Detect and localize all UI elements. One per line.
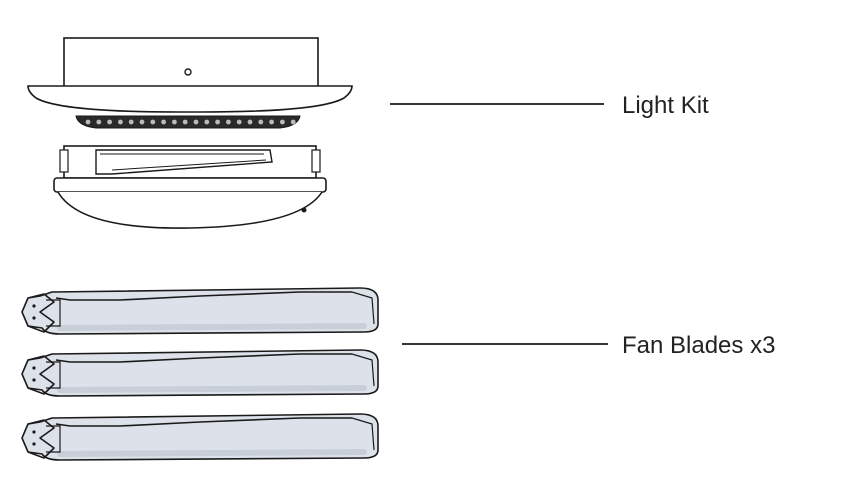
led-dot xyxy=(290,119,296,125)
led-dot xyxy=(258,119,264,125)
led-dot xyxy=(107,119,112,125)
led-dot xyxy=(118,119,123,125)
light-kit-led-ring xyxy=(75,115,301,129)
led-dot xyxy=(128,119,134,125)
led-dot xyxy=(182,119,188,125)
light-kit-canopy xyxy=(27,85,353,113)
led-dot xyxy=(96,119,102,125)
led-dot xyxy=(150,119,156,125)
fan-blade-1 xyxy=(22,288,378,334)
fan-blade-3 xyxy=(22,414,378,460)
led-dot xyxy=(269,119,274,125)
led-dot xyxy=(161,119,167,125)
led-dot xyxy=(215,119,221,125)
led-dot xyxy=(172,119,177,125)
light-kit-label: Light Kit xyxy=(622,92,709,119)
led-dot xyxy=(193,119,199,125)
light-kit-housing xyxy=(59,145,321,179)
light-kit-rim xyxy=(53,177,327,193)
led-dot xyxy=(280,119,285,125)
light-kit-drawing xyxy=(27,37,353,229)
led-dot xyxy=(247,119,253,125)
led-dot xyxy=(236,119,242,125)
led-dot xyxy=(139,119,145,125)
light-kit-mounting-plate xyxy=(63,37,319,89)
led-dot xyxy=(226,119,231,125)
fan-blades-label: Fan Blades x3 xyxy=(622,332,775,359)
led-dot xyxy=(85,119,91,125)
fan-blade-2 xyxy=(22,350,378,396)
light-kit-screw-hole xyxy=(184,68,192,76)
light-kit-diffuser-dome xyxy=(57,191,323,229)
led-dot xyxy=(204,119,210,125)
fan-blades-drawing xyxy=(22,288,378,460)
